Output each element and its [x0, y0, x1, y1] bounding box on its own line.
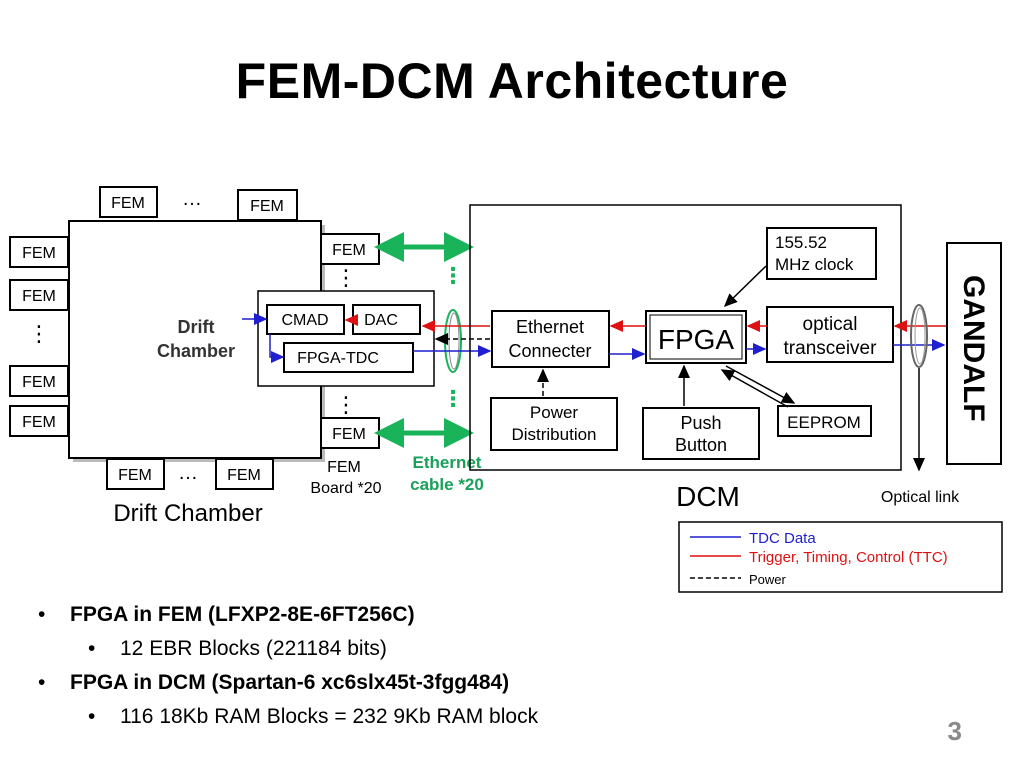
diagram-label: Ethernet: [516, 317, 584, 337]
vdots-fem-top: ⋮: [335, 265, 357, 290]
diagram-label: Button: [675, 435, 727, 455]
legend-ttc-label: Trigger, Timing, Control (TTC): [749, 549, 948, 566]
vdots-green-bottom: ⋮: [442, 386, 464, 411]
ethernet-cable-caption-1: Ethernet: [413, 453, 482, 472]
fem-bottom-1: FEM: [106, 458, 165, 490]
push-button-box: Push Button: [642, 407, 760, 460]
page-number: 3: [947, 716, 962, 746]
clock-box: 155.52 MHz clock: [766, 227, 877, 280]
fem-top-1: FEM: [99, 186, 158, 218]
diagram-label: Connecter: [508, 341, 591, 361]
architecture-diagram: Drift Chamber FEM … FEM FEM FEM ⋮ FEM FE…: [9, 186, 1003, 593]
gandalf-box: GANDALF: [946, 242, 1002, 465]
drift-chamber-caption: Drift Chamber: [113, 500, 262, 527]
diagram-label: Power: [530, 403, 579, 422]
ellipsis-top: …: [182, 188, 202, 210]
bullet-item: •12 EBR Blocks (221184 bits): [88, 637, 387, 660]
dac-box: DAC: [352, 304, 421, 335]
fem-right-1: FEM: [320, 233, 380, 265]
fem-left-1: FEM: [9, 236, 69, 268]
diagram-label: MHz clock: [775, 255, 854, 274]
optical-link-label: Optical link: [881, 489, 960, 506]
diagram-label: FEM: [22, 414, 56, 431]
fem-board-caption-2: Board *20: [310, 480, 381, 497]
diagram-label: FEM: [22, 245, 56, 262]
diagram-label: GANDALF: [957, 275, 990, 422]
diagram-label: FEM: [227, 467, 261, 484]
bullet-item: •FPGA in FEM (LFXP2-8E-6FT256C): [38, 603, 415, 626]
fem-left-4: FEM: [9, 405, 69, 437]
fem-bottom-2: FEM: [215, 458, 274, 490]
diagram-label: FEM: [332, 242, 366, 259]
dcm-box: [469, 204, 902, 471]
diagram-label: FEM: [22, 374, 56, 391]
fem-top-2: FEM: [237, 189, 298, 221]
diagram-label: Push: [680, 413, 721, 433]
diagram-label: CMAD: [281, 312, 328, 329]
diagram-label: FEM: [118, 467, 152, 484]
drift-chamber-label-1: Drift: [178, 317, 215, 337]
diagram-label: DAC: [364, 312, 398, 329]
fpga-tdc-box: FPGA-TDC: [283, 342, 414, 373]
diagram-label: transceiver: [784, 338, 878, 359]
fem-board-caption-1: FEM: [327, 459, 361, 476]
diagram-label: FEM: [250, 198, 284, 215]
power-distribution-box: Power Distribution: [490, 397, 618, 451]
diagram-label: FEM: [111, 195, 145, 212]
slide-title: FEM-DCM Architecture: [235, 53, 789, 109]
vdots-left: ⋮: [28, 321, 50, 346]
fem-left-2: FEM: [9, 279, 69, 311]
legend-power-label: Power: [749, 572, 787, 587]
cmad-box: CMAD: [266, 304, 345, 335]
diagram-label: Distribution: [511, 425, 596, 444]
bullet-list: •FPGA in FEM (LFXP2-8E-6FT256C) •12 EBR …: [30, 598, 930, 734]
diagram-label: FPGA-TDC: [297, 350, 379, 367]
legend: TDC Data Trigger, Timing, Control (TTC) …: [678, 521, 1003, 593]
ellipsis-bottom: …: [178, 462, 198, 484]
optical-transceiver-box: optical transceiver: [766, 306, 894, 363]
legend-tdc-label: TDC Data: [749, 530, 816, 547]
vdots-green-top: ⋮: [442, 263, 464, 288]
bullet-item: •116 18Kb RAM Blocks = 232 9Kb RAM block: [88, 705, 539, 728]
diagram-label: optical: [803, 314, 858, 335]
bullet-item: •FPGA in DCM (Spartan-6 xc6slx45t-3fgg48…: [38, 671, 510, 694]
ethernet-cable-caption-2: cable *20: [410, 475, 484, 494]
dcm-caption: DCM: [676, 481, 740, 512]
eeprom-box: EEPROM: [777, 405, 872, 437]
diagram-label: FEM: [332, 426, 366, 443]
ethernet-connecter-box: Ethernet Connecter: [491, 310, 610, 368]
vdots-fem-bottom: ⋮: [335, 392, 357, 417]
diagram-label: EEPROM: [787, 413, 861, 432]
fem-left-3: FEM: [9, 365, 69, 397]
fem-right-2: FEM: [320, 417, 380, 449]
diagram-label: FEM: [22, 288, 56, 305]
diagram-label: FPGA: [658, 324, 735, 355]
drift-chamber-label-2: Chamber: [157, 341, 235, 361]
fpga-box: FPGA: [645, 310, 747, 364]
diagram-label: 155.52: [775, 233, 827, 252]
